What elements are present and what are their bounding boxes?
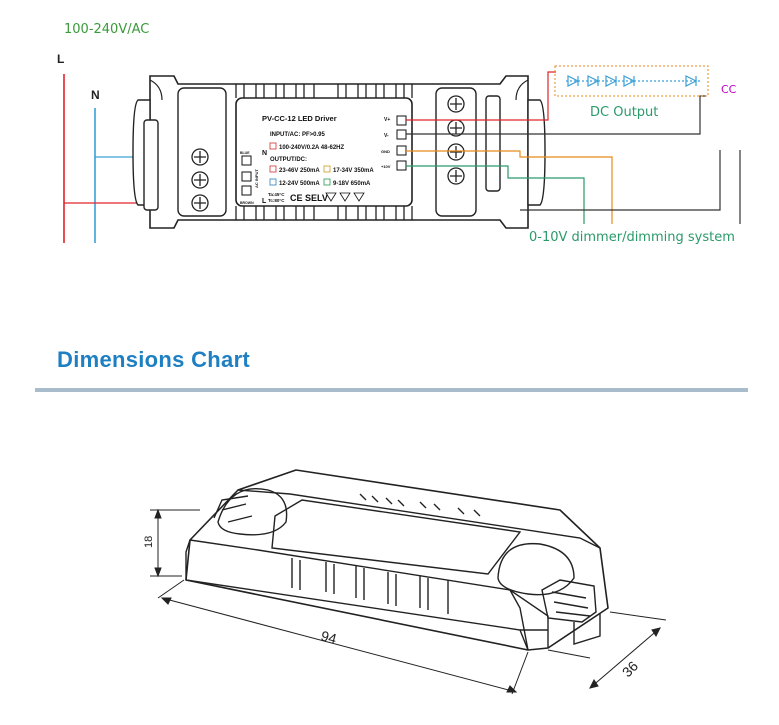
length-value: 94 xyxy=(319,627,338,647)
driver-output-2: 17-34V 350mA xyxy=(333,168,374,174)
driver-output-3: 12-24V 500mA xyxy=(279,181,320,187)
height-value: 18 xyxy=(143,536,155,548)
driver-temp-2: Tc:80°C xyxy=(268,198,285,203)
terminal-ac-input-label: AC INPUT xyxy=(254,169,259,188)
dimmer-wire-orange xyxy=(406,150,613,224)
input-terminals xyxy=(191,148,209,212)
driver-output-4: 9-18V 650mA xyxy=(333,181,371,187)
driver-temp-1: Ta:45°C xyxy=(268,192,285,197)
terminal-brown-label: BROWN xyxy=(240,201,254,205)
dimensions-drawing: 18 94 36 xyxy=(143,469,667,695)
input-terminal-boxes xyxy=(241,155,252,196)
terminal-vplus-label: V+ xyxy=(384,117,390,123)
led-string-box xyxy=(554,65,709,97)
certification-symbols xyxy=(325,192,365,202)
driver-input-rating: 100-240V/0.2A 48-62HZ xyxy=(279,145,344,151)
line-label: L xyxy=(57,52,65,66)
terminal-l-label: L xyxy=(262,198,267,205)
terminal-gnd-label: GND xyxy=(381,149,390,154)
supply-voltage-label: 100-240V/AC xyxy=(64,22,150,37)
neutral-label: N xyxy=(91,88,100,102)
driver-certification-marks: CE SELV xyxy=(290,193,328,203)
wiring-diagram: PV-CC-12 LED Driver INPUT/AC: PF>0.95 10… xyxy=(63,65,741,243)
dimmer-wire-green xyxy=(406,165,585,224)
height-dimension xyxy=(150,508,200,578)
terminal-10v-label: +10V xyxy=(381,164,391,169)
output-terminals xyxy=(447,95,465,185)
terminal-n-label: N xyxy=(262,150,267,157)
dc-positive-wire xyxy=(406,71,556,121)
driver-input: INPUT/AC: PF>0.95 xyxy=(270,132,326,138)
driver-output-1: 23-46V 250mA xyxy=(279,168,320,174)
bottom-ribs xyxy=(235,206,413,220)
led-string xyxy=(566,75,700,87)
cc-label: CC xyxy=(721,83,737,96)
length-dimension xyxy=(157,579,529,695)
terminal-vminus-label: V- xyxy=(384,133,389,139)
driver-title: PV-CC-12 LED Driver xyxy=(262,114,337,123)
width-dimension xyxy=(547,611,667,689)
dimmer-system-label: 0-10V dimmer/dimming system xyxy=(529,230,735,245)
housing-3d xyxy=(185,469,609,651)
driver-output-heading: OUTPUT/DC: xyxy=(270,157,307,163)
section-divider xyxy=(35,388,748,392)
dimensions-section-title: Dimensions Chart xyxy=(57,347,251,372)
dimmer-wire-dark-1 xyxy=(520,150,721,211)
top-ribs xyxy=(235,84,413,98)
dc-output-label: DC Output xyxy=(590,105,659,120)
terminal-blue-label: BLUE xyxy=(240,151,250,155)
